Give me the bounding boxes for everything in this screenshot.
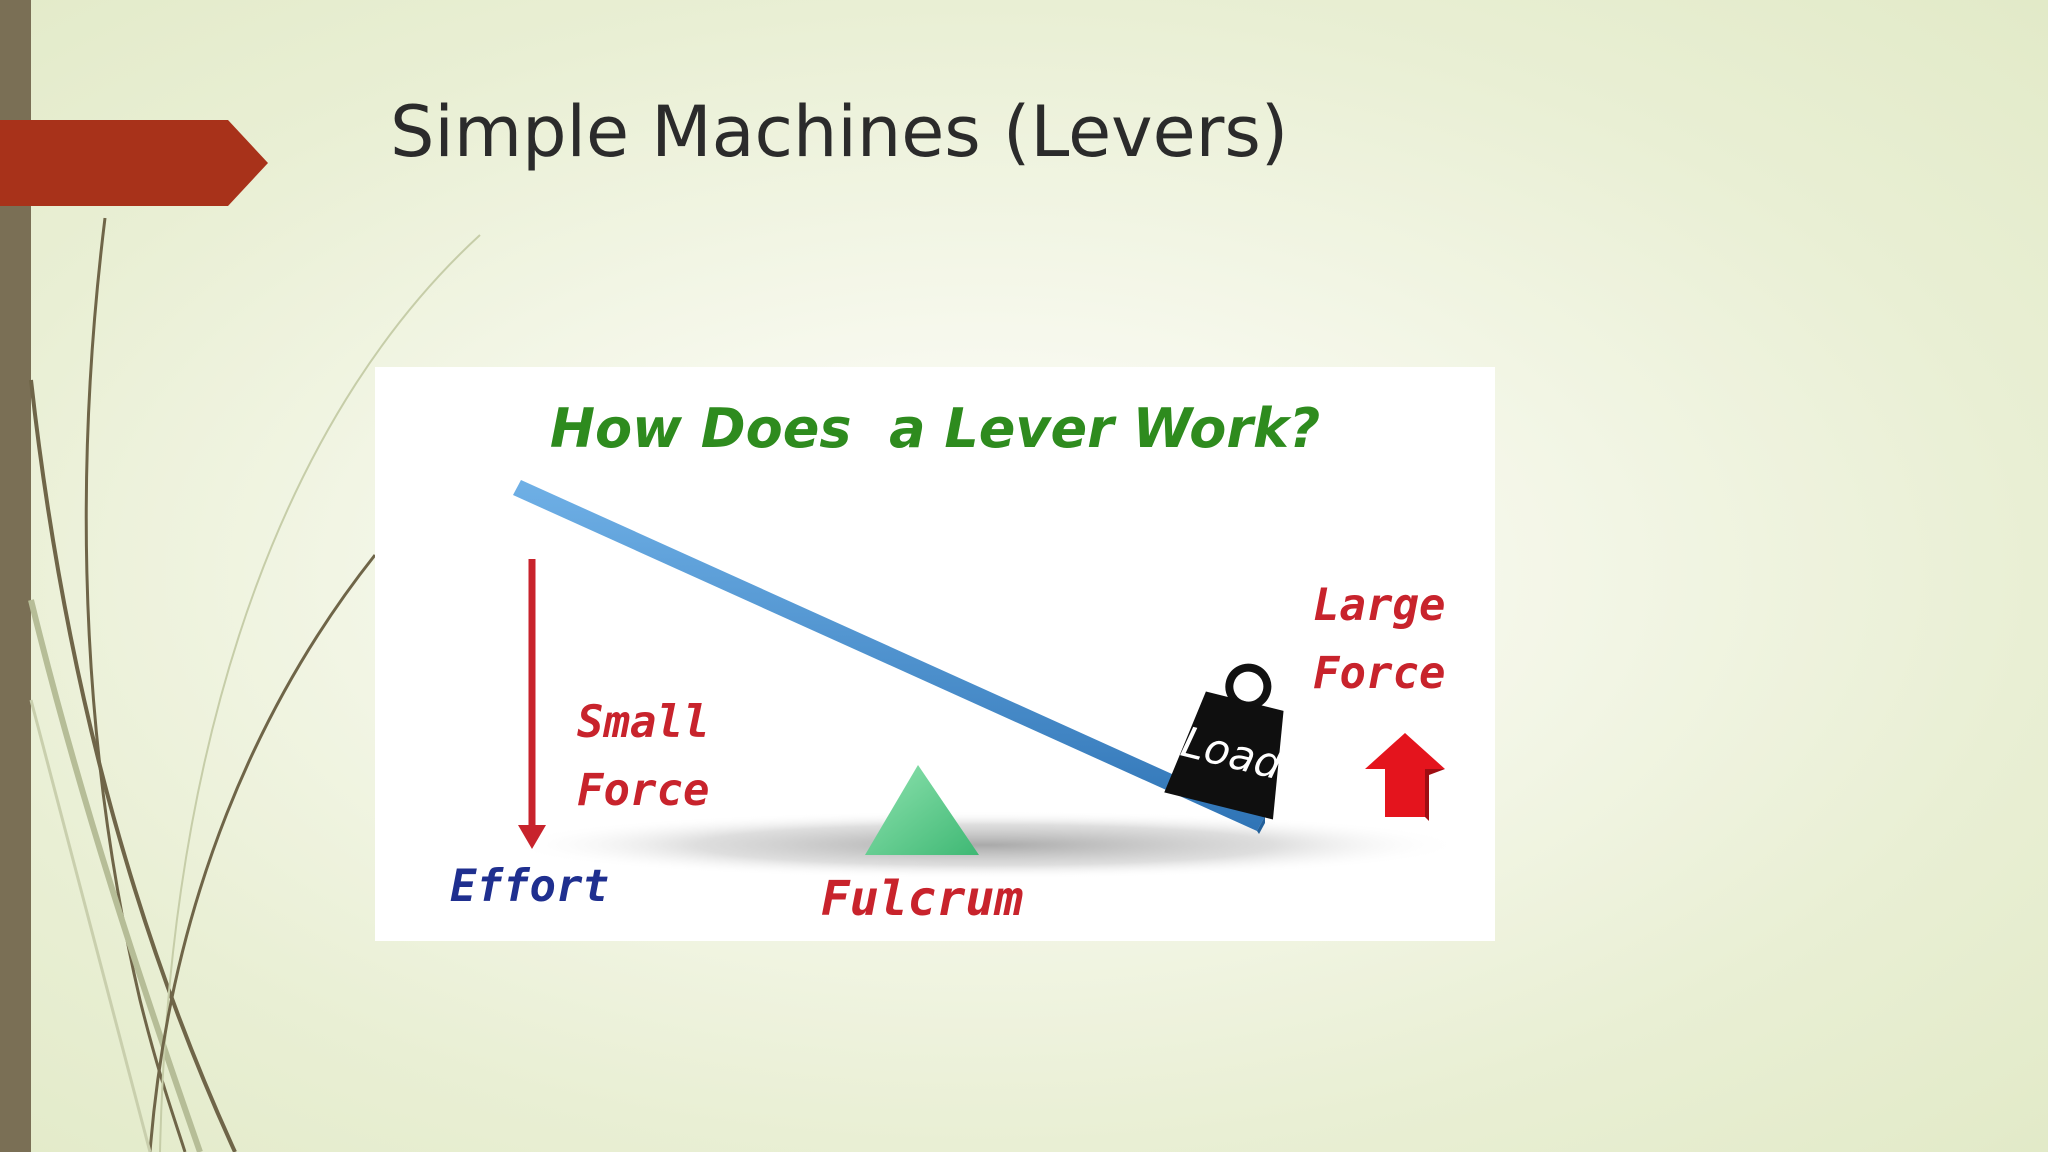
- fulcrum-triangle: [865, 765, 979, 855]
- large-force-label-top: Large: [1313, 580, 1445, 631]
- effort-arrow: [518, 559, 546, 849]
- small-force-label-top: Small: [577, 697, 709, 748]
- slide-title: Simple Machines (Levers): [390, 91, 1289, 173]
- figure-heading: How Does a Lever Work?: [550, 397, 1320, 460]
- title-accent-arrow: [0, 120, 268, 206]
- fulcrum-label: Fulcrum: [821, 871, 1023, 927]
- small-force-label-bottom: Force: [577, 765, 709, 816]
- lever-diagram-image: How Does a Lever Work? Small Force Effor…: [375, 367, 1495, 941]
- lever-bar: [513, 480, 1265, 834]
- load-weight: Load: [1164, 663, 1287, 820]
- large-force-label-bottom: Force: [1313, 648, 1445, 699]
- large-force-arrow: [1365, 733, 1445, 821]
- effort-label: Effort: [450, 861, 609, 912]
- ground-shadow: [505, 811, 1465, 879]
